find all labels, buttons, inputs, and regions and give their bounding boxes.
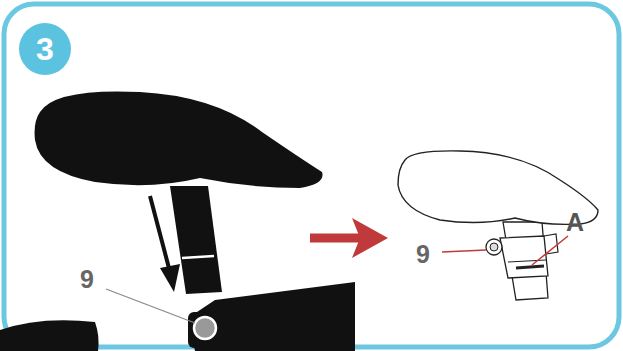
clamp-tab <box>544 234 558 254</box>
bolt-head <box>490 243 498 251</box>
leader-line <box>442 250 486 252</box>
clamp-line <box>508 260 546 262</box>
seat <box>35 91 323 188</box>
bolt <box>194 317 216 339</box>
step-badge: 3 <box>19 23 71 75</box>
arrow-head <box>352 218 388 258</box>
leader-line <box>532 236 568 265</box>
direction-arrow <box>150 196 170 272</box>
wheel <box>0 320 99 351</box>
arrow-head <box>160 264 180 292</box>
next-arrow <box>310 234 362 243</box>
seat-post <box>170 186 222 294</box>
callout-label: A <box>566 210 584 235</box>
seat-clamp <box>188 312 240 348</box>
step-number: 3 <box>36 33 54 65</box>
post-mark <box>182 256 214 258</box>
callout-label: 9 <box>416 242 430 267</box>
min-insert-mark <box>516 266 544 268</box>
leader-line <box>106 289 195 323</box>
bolt <box>486 239 502 255</box>
callout-label: 9 <box>80 267 94 292</box>
